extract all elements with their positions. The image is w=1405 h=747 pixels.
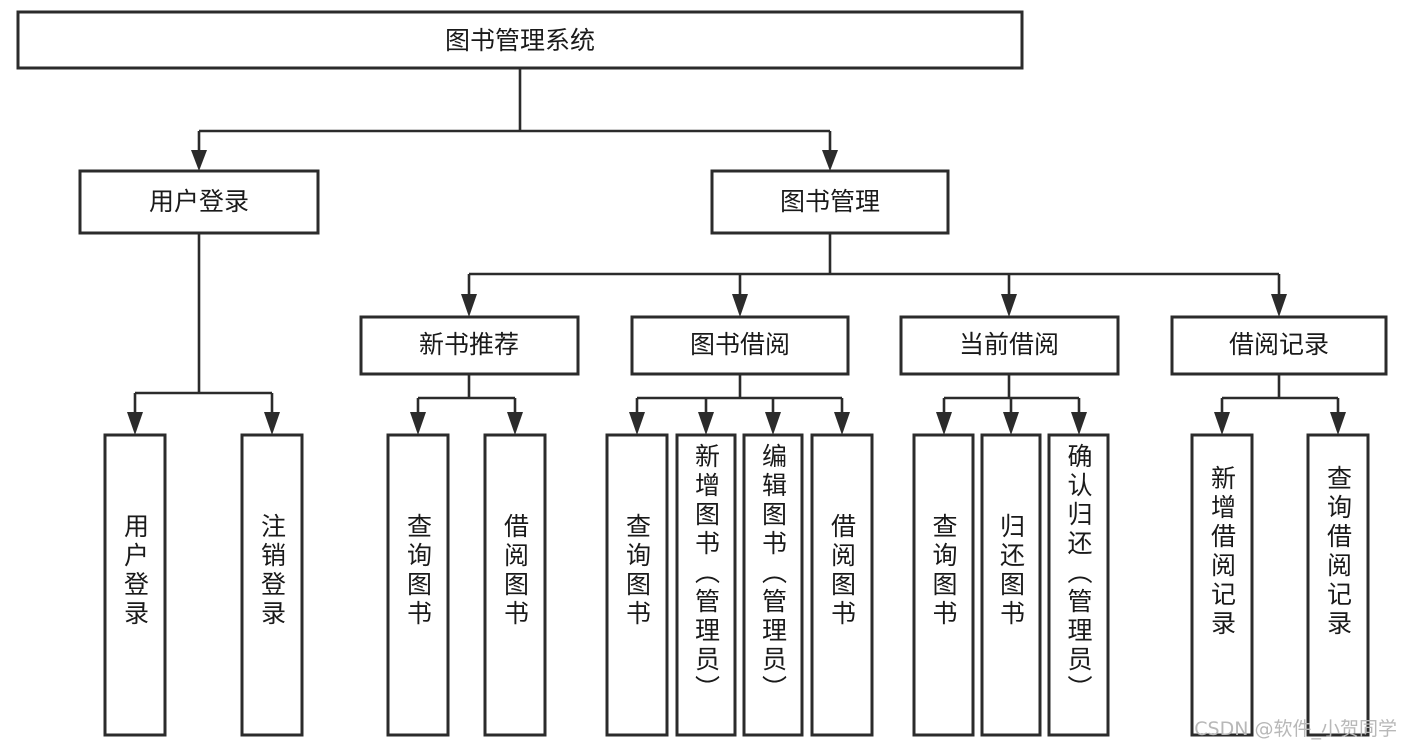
node-book-management-label: 图书管理 <box>780 187 880 216</box>
node-root[interactable]: 图书管理系统 <box>16 10 1024 70</box>
arrow-bookborrow-child3-icon <box>765 412 781 435</box>
node-current-borrow-label: 当前借阅 <box>959 330 1059 359</box>
arrow-newbook-child2-icon <box>507 412 523 435</box>
node-current-borrow[interactable]: 当前借阅 <box>899 315 1120 376</box>
node-user-login[interactable]: 用户登录 <box>78 169 320 235</box>
leaf-box[interactable] <box>1306 433 1370 737</box>
node-new-book-recommend[interactable]: 新书推荐 <box>359 315 580 376</box>
leaf-box[interactable] <box>675 433 737 737</box>
arrow-to-currentborrow-icon <box>1001 294 1017 317</box>
arrow-to-bookmgmt-icon <box>822 150 838 171</box>
leaf-boxes-user-login <box>103 433 304 737</box>
arrow-currentborrow-child3-icon <box>1071 412 1087 435</box>
leaf-box[interactable] <box>810 433 874 737</box>
arrow-bookborrow-child4-icon <box>834 412 850 435</box>
leaf-box[interactable] <box>103 433 167 737</box>
node-book-borrow-label: 图书借阅 <box>690 330 790 359</box>
leaf-boxes-new-book-recommend <box>386 433 547 737</box>
node-new-book-recommend-label: 新书推荐 <box>419 330 519 359</box>
node-root-label: 图书管理系统 <box>445 26 595 55</box>
leaf-box[interactable] <box>742 433 804 737</box>
leaf-box[interactable] <box>912 433 975 737</box>
arrow-currentborrow-child1-icon <box>936 412 952 435</box>
connector-edges <box>127 68 1346 435</box>
leaf-boxes-book-borrow <box>605 433 874 737</box>
arrow-newbook-child1-icon <box>410 412 426 435</box>
csdn-watermark: CSDN @软件_小贺同学 <box>1194 718 1397 740</box>
node-book-borrow[interactable]: 图书借阅 <box>630 315 850 376</box>
leaf-boxes-borrow-record <box>1190 433 1370 737</box>
arrow-bookborrow-child2-icon <box>698 412 714 435</box>
arrow-borrowrecord-child2-icon <box>1330 412 1346 435</box>
node-book-management[interactable]: 图书管理 <box>710 169 950 235</box>
leaf-box[interactable] <box>483 433 547 737</box>
leaf-box[interactable] <box>1047 433 1110 737</box>
node-borrow-record-label: 借阅记录 <box>1229 330 1329 359</box>
arrow-bookborrow-child1-icon <box>629 412 645 435</box>
node-borrow-record[interactable]: 借阅记录 <box>1170 315 1388 376</box>
node-user-login-label: 用户登录 <box>149 187 249 216</box>
arrow-to-newbook-icon <box>461 294 477 317</box>
leaf-box[interactable] <box>386 433 450 737</box>
leaf-box[interactable] <box>980 433 1042 737</box>
leaf-boxes-current-borrow <box>912 433 1110 737</box>
arrow-to-userlogin-icon <box>191 150 207 171</box>
arrow-to-bookborrow-icon <box>732 294 748 317</box>
leaf-box[interactable] <box>1190 433 1254 737</box>
leaf-box[interactable] <box>605 433 669 737</box>
arrow-borrowrecord-child1-icon <box>1214 412 1230 435</box>
arrow-currentborrow-child2-icon <box>1003 412 1019 435</box>
arrow-to-borrowrecord-icon <box>1271 294 1287 317</box>
arrow-userlogin-child2-icon <box>264 412 280 435</box>
arrow-userlogin-child1-icon <box>127 412 143 435</box>
leaf-box[interactable] <box>240 433 304 737</box>
